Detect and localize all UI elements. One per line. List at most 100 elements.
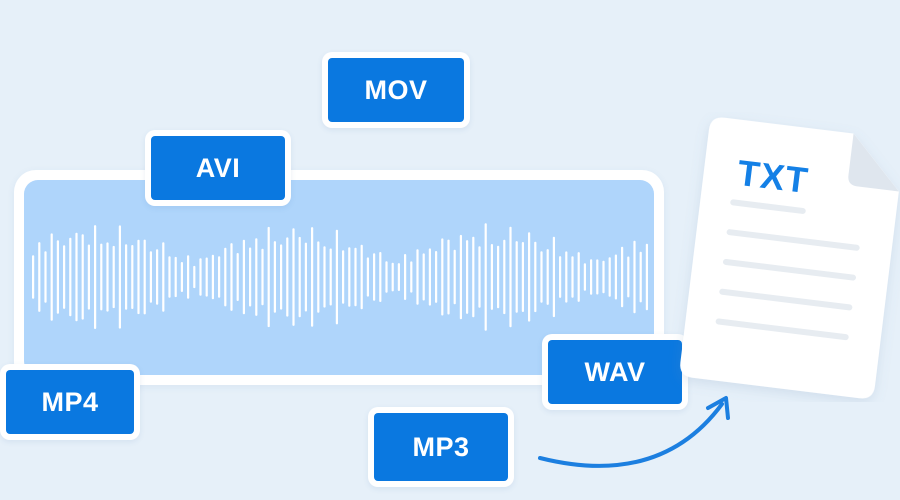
waveform-bar [590, 259, 593, 295]
waveform-bar [435, 251, 438, 303]
waveform-bar [559, 256, 562, 298]
document-page [680, 117, 899, 399]
waveform-bar [75, 232, 78, 322]
waveform-bar [497, 245, 500, 309]
waveform-bar [131, 245, 134, 309]
text-document-icon [680, 117, 899, 399]
waveform-bar [360, 244, 363, 310]
waveform-bar [236, 253, 239, 301]
waveform-bar [280, 244, 283, 310]
waveform-bar [484, 223, 487, 331]
waveform-bar [515, 241, 518, 313]
waveform-bar [397, 263, 400, 291]
waveform-bar [478, 246, 481, 308]
waveform-bar [112, 245, 115, 309]
format-label-mp3: MP3 [374, 413, 508, 481]
format-chip-mov: MOV [322, 52, 470, 128]
waveform-bar [193, 265, 196, 289]
format-label-wav: WAV [548, 340, 682, 404]
waveform-bar [472, 236, 475, 318]
document-line [722, 258, 857, 281]
waveform-bar [267, 226, 270, 328]
waveform-bar [596, 259, 599, 295]
waveform-bar [94, 225, 97, 329]
waveform-bar [608, 257, 611, 297]
waveform-bar [106, 242, 109, 312]
format-label-mov: MOV [328, 58, 464, 122]
document-line [719, 288, 853, 311]
waveform-bar [174, 256, 177, 298]
waveform-bar [298, 236, 301, 318]
waveform-bar [534, 241, 537, 313]
waveform-bar [50, 233, 53, 321]
waveform-bar [329, 248, 332, 306]
waveform-bar [149, 251, 152, 303]
waveform-bar [633, 240, 636, 314]
waveform-bar [428, 248, 431, 306]
waveform-bar [81, 234, 84, 320]
waveform-bar [447, 239, 450, 315]
format-chip-avi: AVI [145, 130, 291, 206]
waveform-bar [621, 246, 624, 308]
waveform-bar [614, 254, 617, 300]
waveform-bar [416, 249, 419, 305]
waveform-bar [385, 261, 388, 293]
waveform-bar [100, 243, 103, 311]
format-label-mp4: MP4 [6, 370, 134, 434]
waveform-bar [311, 227, 314, 327]
waveform-bar [571, 256, 574, 298]
document-line [726, 229, 860, 251]
waveform-bar [304, 242, 307, 312]
waveform-bar [205, 257, 208, 297]
document-line [715, 318, 849, 341]
waveform-bar [32, 255, 35, 299]
waveform-bar [354, 247, 357, 307]
waveform-bar [509, 226, 512, 328]
waveform-bar [44, 251, 47, 303]
waveform-bar [273, 241, 276, 313]
waveform-bar [391, 262, 394, 292]
waveform-bar [373, 253, 376, 301]
waveform-bar [292, 228, 295, 326]
waveform-bar [218, 256, 221, 298]
waveform-bar [453, 249, 456, 305]
waveform-bar [422, 253, 425, 301]
waveform-bar [466, 240, 469, 314]
waveform-bar [410, 261, 413, 293]
waveform-bar [168, 256, 171, 298]
waveform-bar [521, 242, 524, 312]
waveform-bar [118, 225, 121, 329]
arrow-curve [538, 402, 724, 468]
document-fold [848, 133, 899, 192]
waveform-bar [335, 229, 338, 325]
waveform-bar [261, 248, 264, 306]
waveform-bar [137, 239, 140, 315]
waveform-bar [187, 255, 190, 299]
waveform-bar [323, 246, 326, 308]
document-line [730, 199, 806, 214]
waveform-bar [69, 237, 72, 317]
waveform-bar [459, 234, 462, 320]
waveform-bar [645, 243, 648, 311]
waveform-bar [63, 245, 66, 309]
waveform-bar [404, 254, 407, 300]
waveform-bar [441, 238, 444, 316]
waveform-bar [528, 232, 531, 322]
waveform-bar [540, 251, 543, 303]
waveform-bar [639, 251, 642, 303]
waveform-bar [211, 254, 214, 300]
waveform-bar [38, 242, 41, 312]
audio-waveform [32, 223, 648, 331]
waveform-bar [379, 252, 382, 302]
waveform-bar [342, 250, 345, 304]
waveform-bar [577, 252, 580, 302]
waveform-bar [286, 237, 289, 317]
format-label-avi: AVI [151, 136, 285, 200]
waveform-bar [180, 262, 183, 292]
waveform-bar [348, 247, 351, 307]
waveform-bar [565, 251, 568, 303]
waveform-bar [125, 244, 128, 310]
waveform-bar [162, 242, 165, 312]
waveform-bar [317, 241, 320, 313]
